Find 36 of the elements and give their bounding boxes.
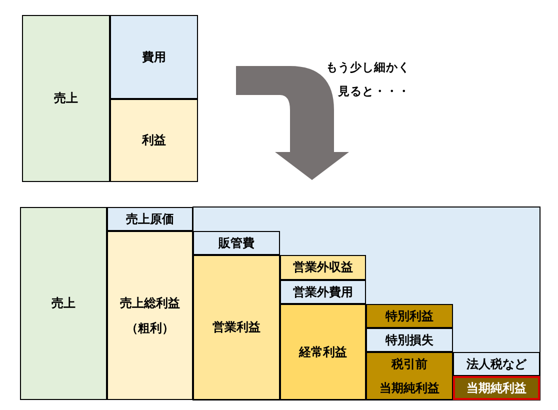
- block-label: 販管費: [218, 236, 254, 250]
- income-block: [280, 255, 366, 280]
- profit-block: [280, 304, 366, 400]
- block-label: 当期純利益: [466, 380, 526, 396]
- profit-block: [110, 99, 198, 182]
- block-label: 特別利益: [386, 308, 434, 324]
- block-label: （粗利）: [126, 320, 174, 335]
- block-label: 税引前: [392, 356, 428, 371]
- block-label: 法人税など: [466, 356, 526, 372]
- block-label: 売上: [54, 91, 78, 106]
- cost-block: [193, 231, 280, 255]
- block-label: 営業利益: [212, 320, 260, 335]
- block-label: 営業外収益: [293, 260, 353, 275]
- cost-block: [366, 328, 453, 352]
- block-label: 売上: [52, 296, 76, 311]
- profit-block: [193, 255, 280, 400]
- expense-block: [110, 15, 198, 99]
- net-profit-block: [453, 376, 540, 400]
- block-label: 特別損失: [386, 332, 434, 348]
- cost-block: [453, 352, 540, 376]
- note-text: もう少し細かく: [326, 60, 410, 75]
- note-text: 見ると・・・: [338, 84, 410, 99]
- cost-block: [107, 207, 193, 231]
- block-label: 売上総利益: [120, 296, 180, 310]
- block-label: 当期純利益: [380, 381, 440, 396]
- sales-block: [20, 207, 107, 400]
- profit-block: [107, 231, 193, 400]
- block-label: 経常利益: [299, 344, 347, 360]
- block-label: 営業外費用: [293, 284, 353, 300]
- profit-block: [366, 352, 453, 400]
- income-block: [366, 304, 453, 328]
- block-label: 売上原価: [126, 212, 174, 226]
- block-label: 利益: [142, 133, 166, 148]
- cost-block: [280, 280, 366, 304]
- sales-block: [22, 15, 110, 182]
- block-label: 費用: [142, 50, 166, 64]
